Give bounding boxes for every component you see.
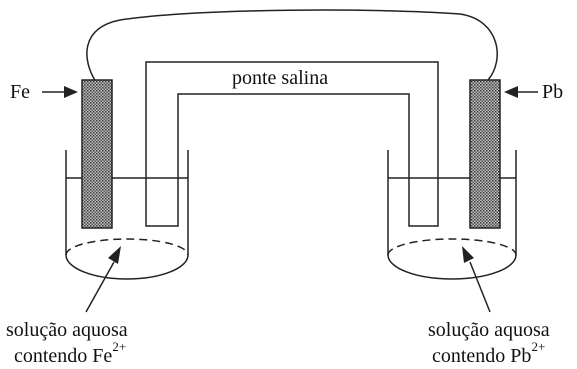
salt-bridge xyxy=(145,61,439,227)
salt-bridge-label: ponte salina xyxy=(232,67,328,89)
right-beaker xyxy=(387,150,517,280)
external-wire xyxy=(86,9,498,83)
right-solution-caption-line2: contendo Pb2+ xyxy=(432,339,545,367)
iron-electrode-label: Fe xyxy=(10,81,30,103)
left-solution-caption-line2: contendo Fe2+ xyxy=(14,339,126,367)
iron-label-arrow xyxy=(42,86,78,98)
right-solution-caption-line1: solução aquosa xyxy=(428,319,550,341)
lead-electrode-label: Pb xyxy=(542,81,563,103)
left-solution-caption-line1: solução aquosa xyxy=(6,319,128,341)
right-solution-arrow xyxy=(462,246,491,313)
lead-electrode xyxy=(469,79,501,229)
left-solution-arrow xyxy=(85,246,121,313)
lead-label-arrow xyxy=(504,86,538,98)
iron-electrode xyxy=(81,79,113,229)
